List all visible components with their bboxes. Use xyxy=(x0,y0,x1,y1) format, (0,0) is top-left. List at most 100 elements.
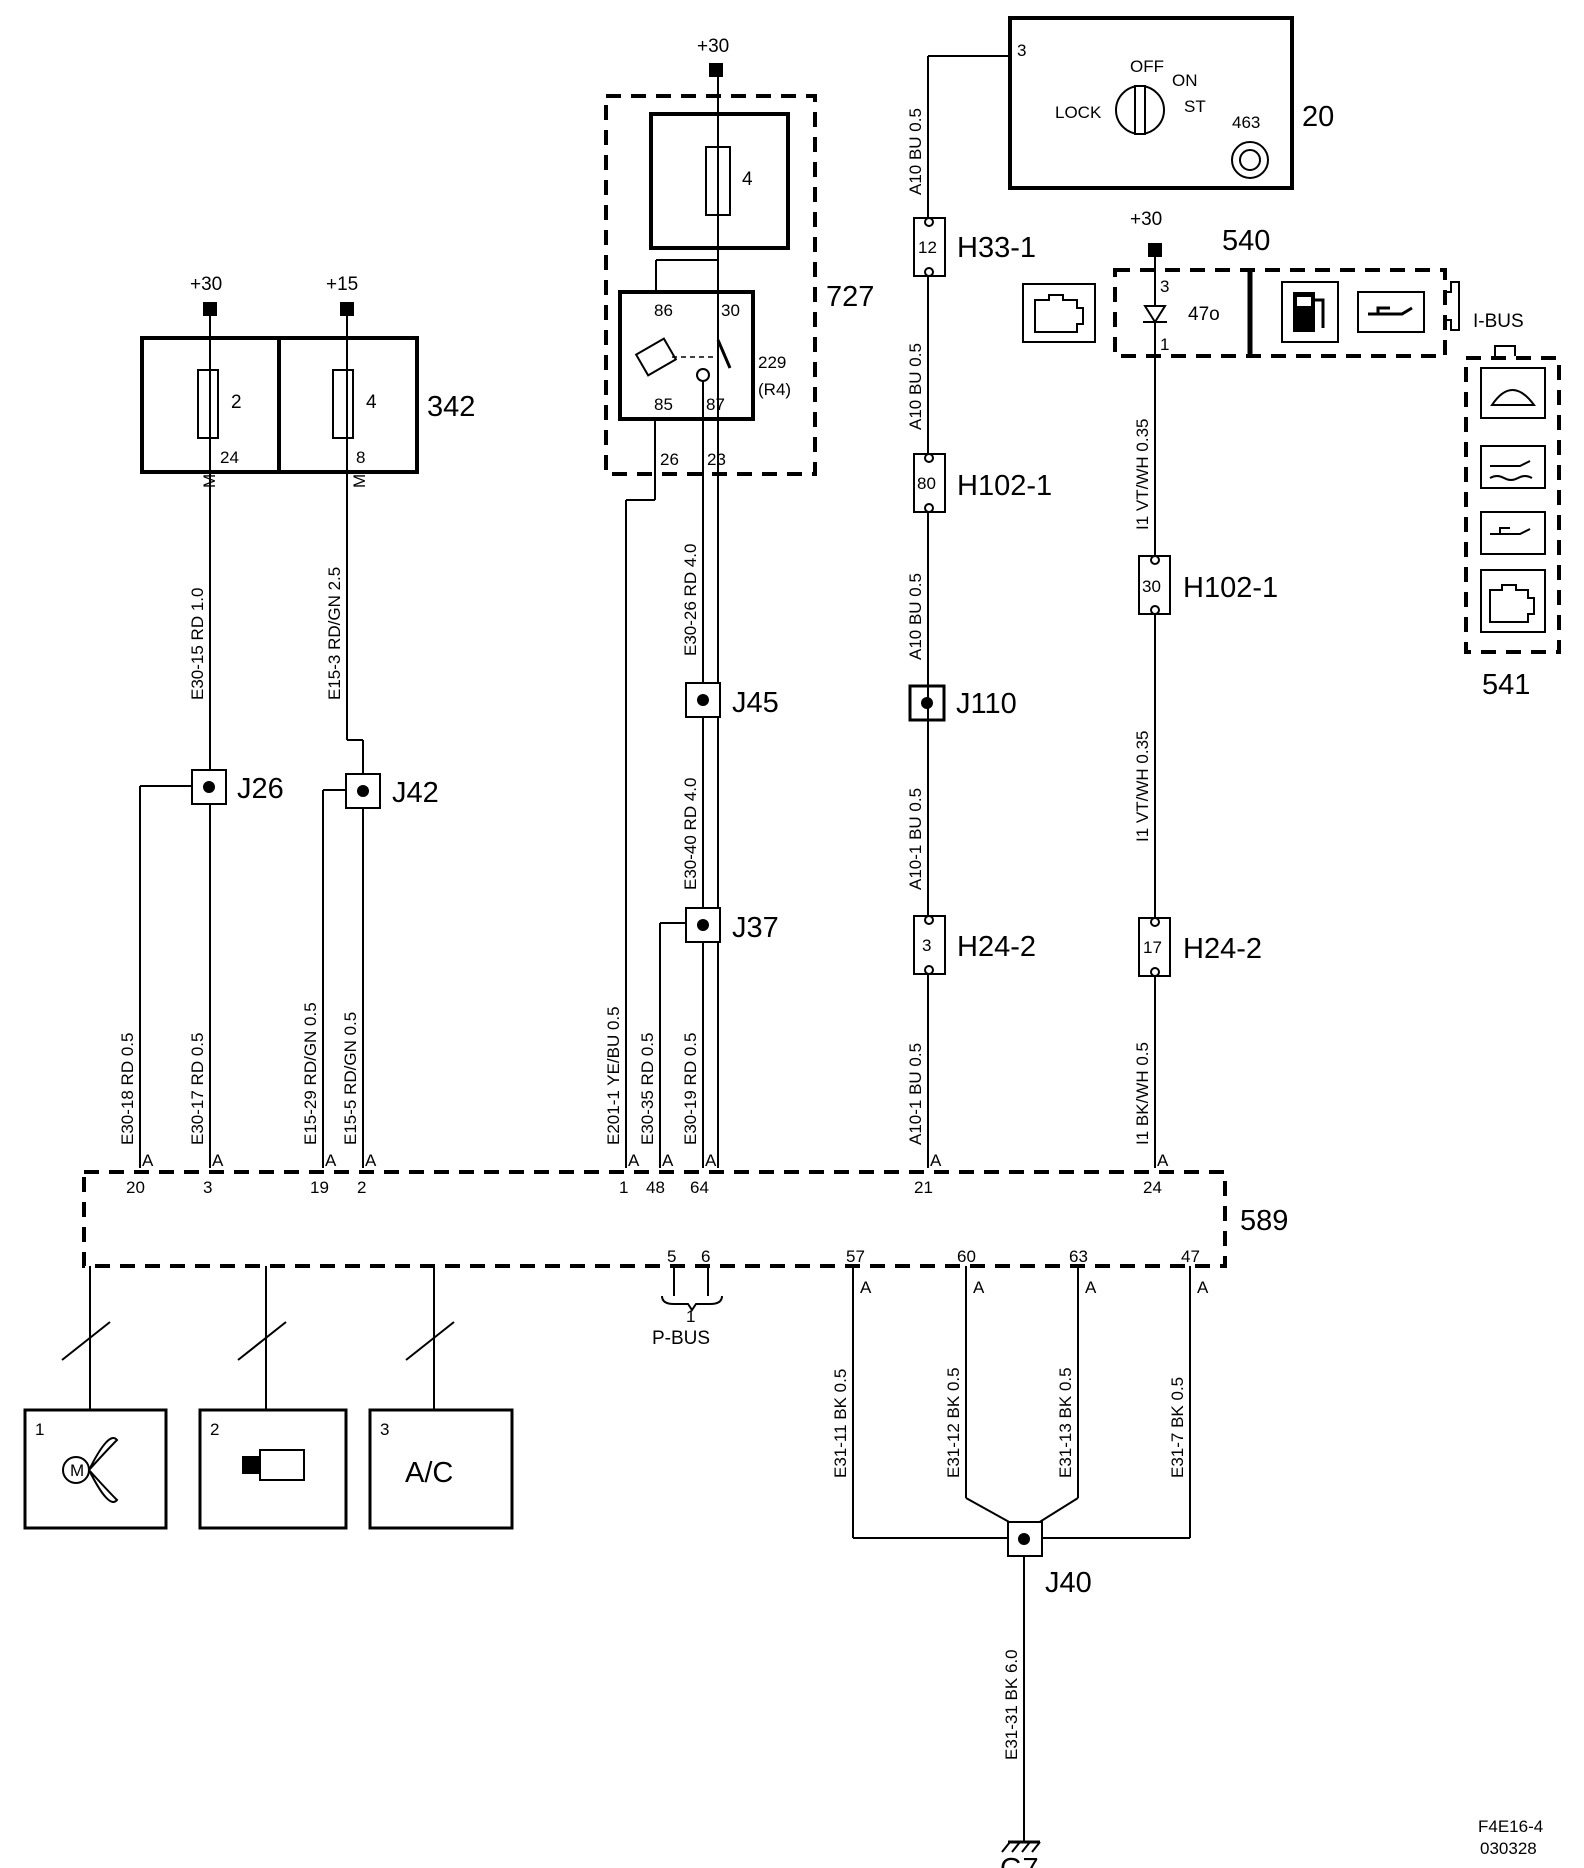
pbus: 1 P-BUS xyxy=(652,1266,723,1349)
ecu-outputs: 1 M 2 3 A/C xyxy=(23,1266,514,1530)
h33-pin: 12 xyxy=(918,238,937,257)
sensor-num: 2 xyxy=(210,1420,219,1439)
h102a-label: H102-1 xyxy=(957,470,1052,502)
conn-a-7: A xyxy=(705,1151,717,1170)
relay-out-23: 23 xyxy=(707,450,726,469)
j42-label: J42 xyxy=(392,777,439,809)
pin-8-label: 8 xyxy=(356,448,365,467)
fuse-2-label: 2 xyxy=(231,392,242,413)
ecu-pin-1: 1 xyxy=(619,1178,628,1197)
wire-e31-31: E31-31 BK 6.0 xyxy=(1002,1649,1021,1760)
fuse-box-id: 342 xyxy=(427,391,475,423)
conn-a-12: A xyxy=(1085,1278,1097,1297)
h24a-label: H24-2 xyxy=(957,931,1036,963)
wires-relay: J45 J37 xyxy=(625,77,779,1168)
wire-e201-1: E201-1 YE/BU 0.5 xyxy=(604,1006,623,1145)
j110-label: J110 xyxy=(956,688,1017,720)
conn-a-9: A xyxy=(1157,1151,1169,1170)
main-instrument-540: 3 47o 1 540 I-BUS xyxy=(1022,225,1524,1168)
wire-e30-35: E30-35 RD 0.5 xyxy=(638,1033,657,1145)
h24b-label: H24-2 xyxy=(1183,933,1262,965)
ac-unit xyxy=(368,1408,514,1530)
ac-label: A/C xyxy=(405,1457,453,1489)
pbus-mark: 1 xyxy=(686,1307,695,1326)
conn-a-2: A xyxy=(212,1151,224,1170)
instr-pin-3: 3 xyxy=(1160,277,1169,296)
ignition-switch-20: OFF ON LOCK ST 463 3 20 xyxy=(1008,16,1334,190)
wires-bu-column: 12 H33-1 80 H102-1 J110 3 H24-2 xyxy=(908,55,1052,1168)
fan-icon xyxy=(87,1437,119,1503)
wire-e30-17: E30-17 RD 0.5 xyxy=(188,1033,207,1145)
ecu-pin-20: 20 xyxy=(126,1178,145,1197)
fan-motor: M xyxy=(70,1461,84,1480)
wire-e30-40: E30-40 RD 4.0 xyxy=(681,778,700,890)
engine-warning-icon xyxy=(1022,283,1096,343)
j37-label: J37 xyxy=(732,912,779,944)
conn-a-5: A xyxy=(628,1151,640,1170)
sensor-icon xyxy=(259,1449,305,1481)
wire-e30-15: E30-15 RD 1.0 xyxy=(188,588,207,700)
wire-a10-b: A10 BU 0.5 xyxy=(906,343,925,430)
instr-led: 47o xyxy=(1188,304,1220,325)
ignition-463: 463 xyxy=(1232,113,1260,132)
conn-a-4: A xyxy=(365,1151,377,1170)
ecu-pin-21: 21 xyxy=(914,1178,933,1197)
wire-e30-18: E30-18 RD 0.5 xyxy=(118,1033,137,1145)
wire-e31-12: E31-12 BK 0.5 xyxy=(944,1367,963,1478)
ecu-pin-24: 24 xyxy=(1143,1178,1162,1197)
j40-label: J40 xyxy=(1045,1567,1092,1599)
wire-a10-a: A10 BU 0.5 xyxy=(906,108,925,195)
wire-e31-13: E31-13 BK 0.5 xyxy=(1056,1367,1075,1478)
connector-j110 xyxy=(908,684,946,722)
ecu-pin-5: 5 xyxy=(667,1247,676,1266)
h24a-pin: 3 xyxy=(922,936,931,955)
wire-a10-1-a: A10-1 BU 0.5 xyxy=(906,788,925,890)
ibus-label: I-BUS xyxy=(1473,311,1524,332)
ecu-pin-57: 57 xyxy=(846,1247,865,1266)
wire-e30-26: E30-26 RD 4.0 xyxy=(681,544,700,656)
fuse-box-342: 2 4 24 8 342 M M xyxy=(140,336,475,488)
footer-date: 030328 xyxy=(1480,1839,1537,1858)
key-off: OFF xyxy=(1130,57,1164,76)
h33-label: H33-1 xyxy=(957,232,1036,264)
h24b-pin: 17 xyxy=(1143,938,1162,957)
relay-pin-87: 87 xyxy=(706,395,725,414)
supply-30-b: +30 xyxy=(697,36,729,57)
conn-a-1: A xyxy=(142,1151,154,1170)
wire-e15-3: E15-3 RD/GN 2.5 xyxy=(325,567,344,700)
wires-left: J26 J42 xyxy=(139,316,439,1168)
mark-m-2: M xyxy=(350,474,369,488)
relay-box-id: 727 xyxy=(826,281,874,313)
ecu-pin-48: 48 xyxy=(646,1178,665,1197)
wires-vtwh-column: 30 H102-1 17 H24-2 xyxy=(1138,555,1278,977)
conn-a-6: A xyxy=(662,1151,674,1170)
ignition-pin-3: 3 xyxy=(1017,41,1026,60)
j26-label: J26 xyxy=(237,773,284,805)
key-on: ON xyxy=(1172,71,1198,90)
ecu-pin-2: 2 xyxy=(357,1178,366,1197)
ecu-pin-63: 63 xyxy=(1069,1247,1088,1266)
wire-e15-5: E15-5 RD/GN 0.5 xyxy=(341,1012,360,1145)
footer-code: F4E16-4 xyxy=(1478,1817,1543,1836)
supply-30-c: +30 xyxy=(1130,209,1162,230)
fan-num: 1 xyxy=(35,1420,44,1439)
wire-a10-1-b: A10-1 BU 0.5 xyxy=(906,1043,925,1145)
wire-i1-a: I1 VT/WH 0.35 xyxy=(1133,419,1152,530)
relay-pin-30: 30 xyxy=(721,301,740,320)
pbus-label: P-BUS xyxy=(652,1328,710,1349)
supply-terminals: +30 +15 +30 +30 xyxy=(190,36,1162,316)
h102a-pin: 80 xyxy=(917,474,936,493)
cooling-fan xyxy=(23,1408,168,1530)
wire-e15-29: E15-29 RD/GN 0.5 xyxy=(301,1002,320,1145)
key-lock: LOCK xyxy=(1055,103,1102,122)
ecu-id: 589 xyxy=(1240,1205,1288,1237)
ecu-pin-47: 47 xyxy=(1181,1247,1200,1266)
relay-fuse-label: 4 xyxy=(742,169,753,190)
wire-a10-c: A10 BU 0.5 xyxy=(906,573,925,660)
instr-pin-1: 1 xyxy=(1160,335,1169,354)
ac-num: 3 xyxy=(380,1420,389,1439)
ground-wires: J40 G7 xyxy=(852,1266,1191,1868)
wire-i1-c: I1 BK/WH 0.5 xyxy=(1133,1042,1152,1145)
